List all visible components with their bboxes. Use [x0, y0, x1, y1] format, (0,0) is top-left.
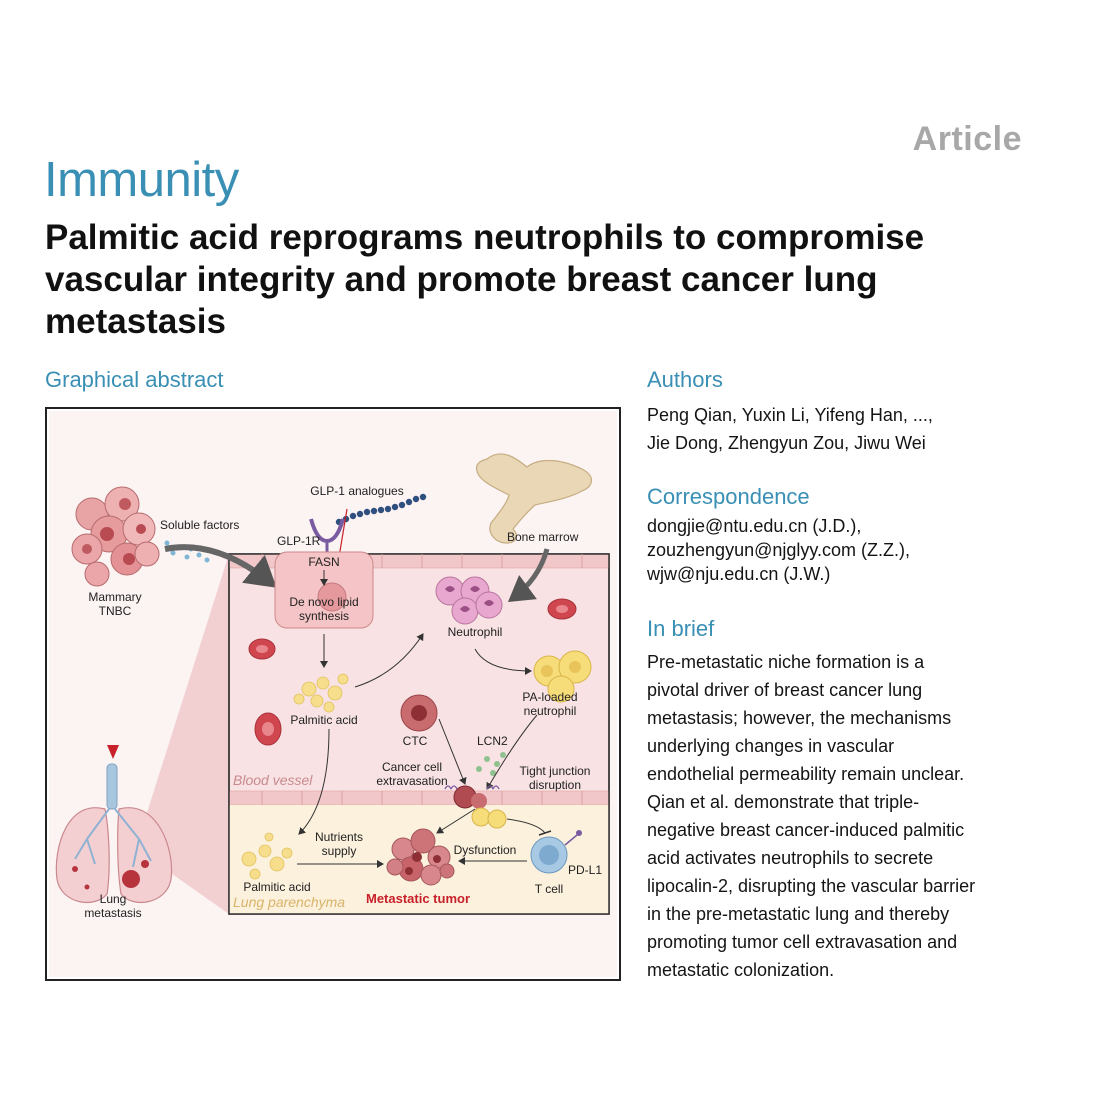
soluble-factors-arrow: [164, 544, 277, 588]
membrane-neutrophils: [471, 807, 507, 829]
de-novo-label-2: synthesis: [299, 609, 349, 623]
extravasation-label-2: extravasation: [376, 774, 447, 788]
inhibition-line: [338, 508, 348, 558]
mammary-label-2: TNBC: [99, 604, 132, 618]
graphical-abstract-figure: Mammary TNBC Soluble factors Lung metast…: [49, 411, 617, 977]
in-brief-line: acid activates neutrophils to secrete: [647, 848, 934, 868]
in-brief-line: metastasis; however, the mechanisms: [647, 708, 952, 728]
in-brief-line: pivotal driver of breast cancer lung: [647, 680, 923, 700]
in-brief-line: underlying changes in vascular: [647, 736, 895, 756]
in-brief-line: in the pre-metastatic lung and thereby: [647, 904, 950, 924]
bone-marrow-icon: [475, 453, 592, 544]
lung-label-1: Lung: [100, 892, 127, 906]
soluble-factors-label: Soluble factors: [160, 518, 239, 532]
palmitic-acid-bottom-label: Palmitic acid: [243, 880, 310, 894]
neutrophils: [435, 576, 503, 625]
pa-to-parenchyma-arrow: [298, 728, 330, 835]
bone-marrow-arrow: [507, 548, 550, 602]
dysfunction-label: Dysfunction: [454, 843, 517, 857]
palmitic-acid-droplets-bottom: [241, 832, 293, 880]
bone-marrow-label: Bone marrow: [507, 530, 579, 544]
lung-label-2: metastasis: [84, 906, 141, 920]
extravasating-cell: [444, 785, 500, 809]
article-title: Palmitic acid reprograms neutrophils to …: [45, 218, 925, 341]
palmitic-acid-top-label: Palmitic acid: [290, 713, 357, 727]
ctc-cell: [400, 694, 438, 732]
pa-loaded-label-2: neutrophil: [524, 704, 577, 718]
in-brief-line: Qian et al. demonstrate that triple-: [647, 792, 920, 812]
blood-vessel-label: Blood vessel: [233, 772, 313, 788]
authors-line-2: Jie Dong, Zhengyun Zou, Jiwu Wei: [647, 433, 926, 453]
in-brief-line: negative breast cancer-induced palmitic: [647, 820, 965, 840]
pa-neutrophil-to-vessel-arrow: [486, 714, 538, 790]
in-brief-line: endothelial permeability remain unclear.: [647, 764, 965, 784]
neutrophil-label: Neutrophil: [448, 625, 503, 639]
extravasation-label-1: Cancer cell: [382, 760, 442, 774]
lung-parenchyma-label: Lung parenchyma: [233, 894, 345, 910]
fasn-label: FASN: [308, 555, 339, 569]
t-cell: [530, 830, 582, 874]
ctc-arrow: [438, 718, 467, 785]
palmitic-acid-droplets-top: [293, 673, 349, 713]
mammary-label-1: Mammary: [88, 590, 141, 604]
tight-junction-label-1: Tight junction: [520, 764, 591, 778]
correspondence-email-3[interactable]: wjw@nju.edu.cn (J.W.): [647, 564, 831, 584]
neutrophil-loading-arrow: [474, 648, 532, 675]
correspondence-email-2[interactable]: zouzhengyun@njglyy.com (Z.Z.),: [647, 540, 911, 560]
graphical-abstract-heading: Graphical abstract: [45, 367, 224, 392]
graphical-abstract: Mammary TNBC Soluble factors Lung metast…: [45, 407, 621, 981]
de-novo-label-1: De novo lipid: [289, 595, 358, 609]
glp1r-label: GLP-1R: [277, 534, 321, 548]
lcn2-dots: [476, 752, 506, 776]
lcn2-label: LCN2: [477, 734, 508, 748]
correspondence-email-1[interactable]: dongjie@ntu.edu.cn (J.D.),: [647, 516, 862, 536]
in-brief-text: Pre-metastatic niche formation is a pivo…: [647, 648, 975, 984]
pdl1-label: PD-L1: [568, 863, 602, 877]
in-brief-line: metastatic colonization.: [647, 960, 835, 980]
tcell-label: T cell: [535, 882, 563, 896]
in-brief-heading: In brief: [647, 616, 715, 641]
glp1-analogues-label: GLP-1 analogues: [310, 484, 403, 498]
journal-name: Immunity: [44, 153, 239, 207]
nutrients-label-1: Nutrients: [315, 830, 363, 844]
authors-heading: Authors: [647, 367, 723, 392]
mammary-tnbc-cluster: [71, 486, 160, 587]
nutrients-label-2: supply: [322, 844, 357, 858]
metastatic-tumor: [386, 828, 455, 886]
metastasis-arrowhead: [107, 745, 119, 759]
lung-illustration: [55, 763, 173, 903]
in-brief-line: promoting tumor cell extravasation and: [647, 932, 958, 952]
pa-loaded-label-1: PA-loaded: [522, 690, 577, 704]
ctc-label: CTC: [403, 734, 428, 748]
tcell-inhibition-line: [506, 818, 546, 834]
tight-junction-label-2: disruption: [529, 778, 581, 792]
correspondence-heading: Correspondence: [647, 484, 810, 509]
article-type-label: Article: [912, 120, 1022, 158]
metastatic-tumor-label: Metastatic tumor: [366, 891, 470, 906]
extravasation-arrow: [436, 808, 476, 834]
authors-line-1: Peng Qian, Yuxin Li, Yifeng Han, ...,: [647, 405, 933, 425]
in-brief-line: Pre-metastatic niche formation is a: [647, 652, 925, 672]
pa-to-neutrophil-arrow: [354, 633, 424, 688]
pa-loaded-neutrophils: [533, 650, 592, 703]
in-brief-line: lipocalin-2, disrupting the vascular bar…: [647, 876, 976, 896]
zoom-wedge: [145, 554, 229, 914]
